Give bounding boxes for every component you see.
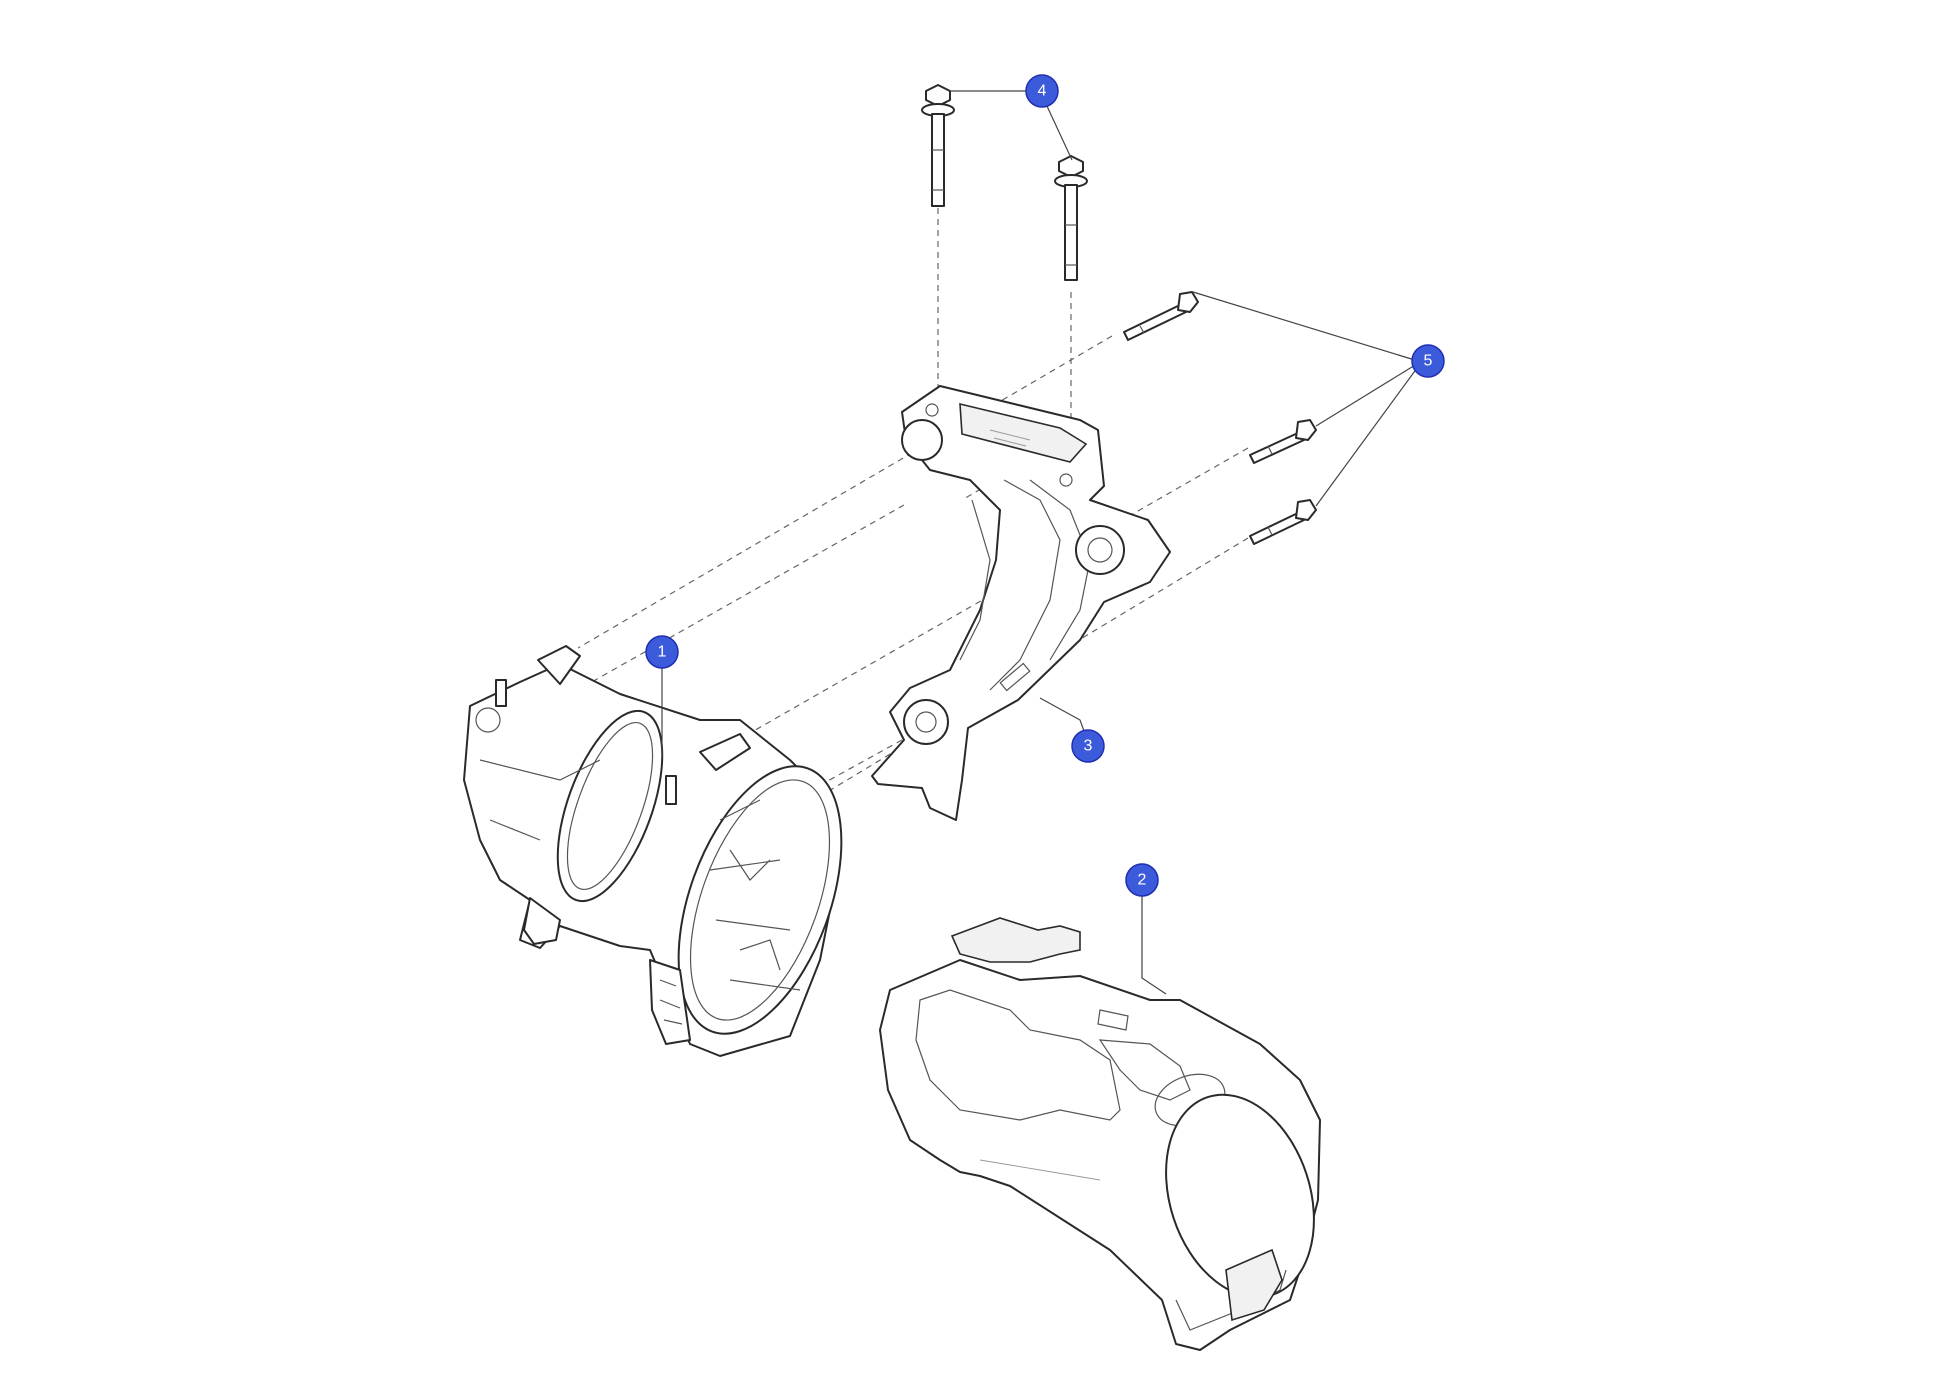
callout-3: 3 — [1071, 729, 1105, 763]
callout-3-label: 3 — [1084, 738, 1093, 755]
bolt-horizontal-bottom — [1249, 499, 1317, 545]
callout-1-label: 1 — [658, 644, 667, 661]
callout-4: 4 — [1025, 74, 1059, 108]
compressor-cover — [879, 917, 1321, 1351]
callout-2: 2 — [1125, 863, 1159, 897]
callout-5: 5 — [1411, 344, 1445, 378]
callout-4-label: 4 — [1038, 83, 1047, 100]
callout-2-label: 2 — [1138, 872, 1147, 889]
bolt-horizontal-middle — [1249, 419, 1317, 464]
compressor — [463, 645, 843, 1057]
mounting-bracket — [871, 385, 1171, 821]
bolt-vertical-left — [921, 84, 955, 207]
callout-5-label: 5 — [1424, 353, 1433, 370]
bolt-horizontal-top — [1123, 291, 1199, 341]
callout-1: 1 — [645, 635, 679, 669]
bolt-vertical-right — [1054, 155, 1088, 281]
